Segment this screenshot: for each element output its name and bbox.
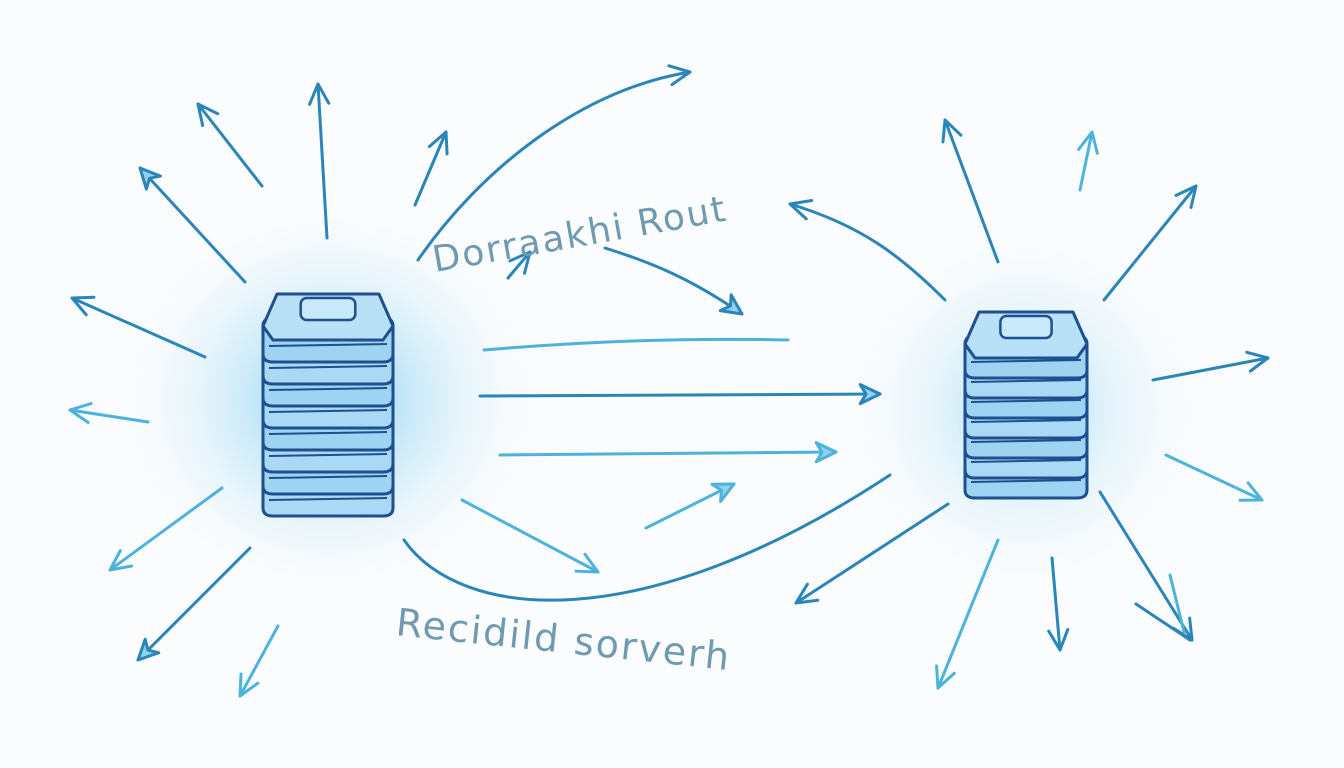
server-layer-edge: [970, 379, 1082, 383]
arrow-line: [108, 486, 224, 572]
arrow-head: [196, 102, 220, 128]
arrow-head: [814, 441, 838, 464]
server-layer-edge: [970, 439, 1082, 443]
arrow-line: [506, 250, 532, 280]
arrow-line: [136, 546, 252, 662]
arrow-line: [482, 337, 790, 352]
arrow-head: [667, 64, 692, 87]
arrow-head: [1238, 481, 1264, 502]
server-layer-edge: [970, 419, 1082, 423]
arrow-head: [935, 664, 956, 690]
arrow-line: [196, 102, 264, 188]
arrows-group: [68, 64, 1270, 698]
arrow-head: [68, 402, 93, 424]
arrow-line: [1078, 130, 1094, 192]
arrow-head: [1174, 184, 1198, 209]
server-layer-edge: [268, 365, 388, 369]
arrow-line: [1102, 184, 1198, 302]
arrow-line: [943, 118, 1000, 264]
arrow-line: [1168, 573, 1186, 634]
arrow-head: [941, 118, 963, 144]
arrow-head: [788, 199, 814, 221]
arrow-line: [1151, 356, 1270, 382]
arrow-line: [1134, 602, 1192, 642]
top-label: Dorraakhi Rout: [429, 189, 730, 281]
arrow-line: [70, 296, 207, 359]
server-layer-edge: [268, 343, 388, 347]
arrow-line: [644, 482, 736, 530]
arrow-head: [508, 250, 532, 275]
arrow-line: [416, 70, 692, 262]
server-layer-edge: [268, 431, 388, 435]
arrow-head: [136, 637, 161, 662]
arrow-line: [68, 408, 150, 424]
server-layer-edge: [970, 399, 1082, 403]
arrow-head: [1077, 130, 1099, 155]
server-stack-icon: [261, 292, 395, 518]
arrow-head: [858, 383, 882, 406]
arrow-head: [794, 582, 820, 605]
arrow-line: [402, 473, 892, 602]
arrow-line: [936, 538, 1000, 690]
server-top-panel: [299, 296, 357, 322]
server-layer-edge: [268, 409, 388, 413]
arrow-line: [138, 166, 247, 284]
server-layer-edge: [268, 497, 388, 501]
arrow-line: [238, 624, 280, 698]
arrow-line: [316, 82, 329, 240]
arrow-line: [603, 246, 744, 316]
arrow-line: [788, 202, 947, 302]
arrow-line: [794, 502, 950, 605]
arrow-head: [574, 552, 600, 574]
server-stack-icon: [963, 310, 1089, 500]
arrow-line: [460, 498, 600, 574]
arrow-head: [1047, 627, 1070, 652]
arrow-line: [1098, 490, 1194, 642]
arrow-head: [427, 130, 449, 156]
arrow-line: [413, 130, 448, 207]
arrow-head: [238, 672, 260, 698]
server-layer-edge: [970, 479, 1082, 483]
arrow-line: [1050, 556, 1062, 652]
arrow-line: [478, 392, 882, 398]
arrow-line: [1164, 453, 1264, 502]
server-top-panel: [999, 314, 1053, 340]
server-layer-edge: [268, 475, 388, 479]
arrow-head: [718, 293, 744, 316]
arrow-line: [498, 450, 838, 457]
arrow-head: [70, 295, 96, 317]
arrow-head: [108, 549, 134, 572]
server-layer-edge: [970, 459, 1082, 463]
arrow-head: [138, 166, 162, 191]
server-layer-edge: [268, 453, 388, 457]
arrow-head: [710, 482, 736, 503]
arrow-head: [1245, 350, 1270, 373]
server-layer-edge: [268, 387, 388, 391]
arrow-head: [308, 82, 331, 106]
bottom-label: Recidild sorverh: [394, 600, 733, 679]
server-layer-edge: [970, 359, 1082, 363]
